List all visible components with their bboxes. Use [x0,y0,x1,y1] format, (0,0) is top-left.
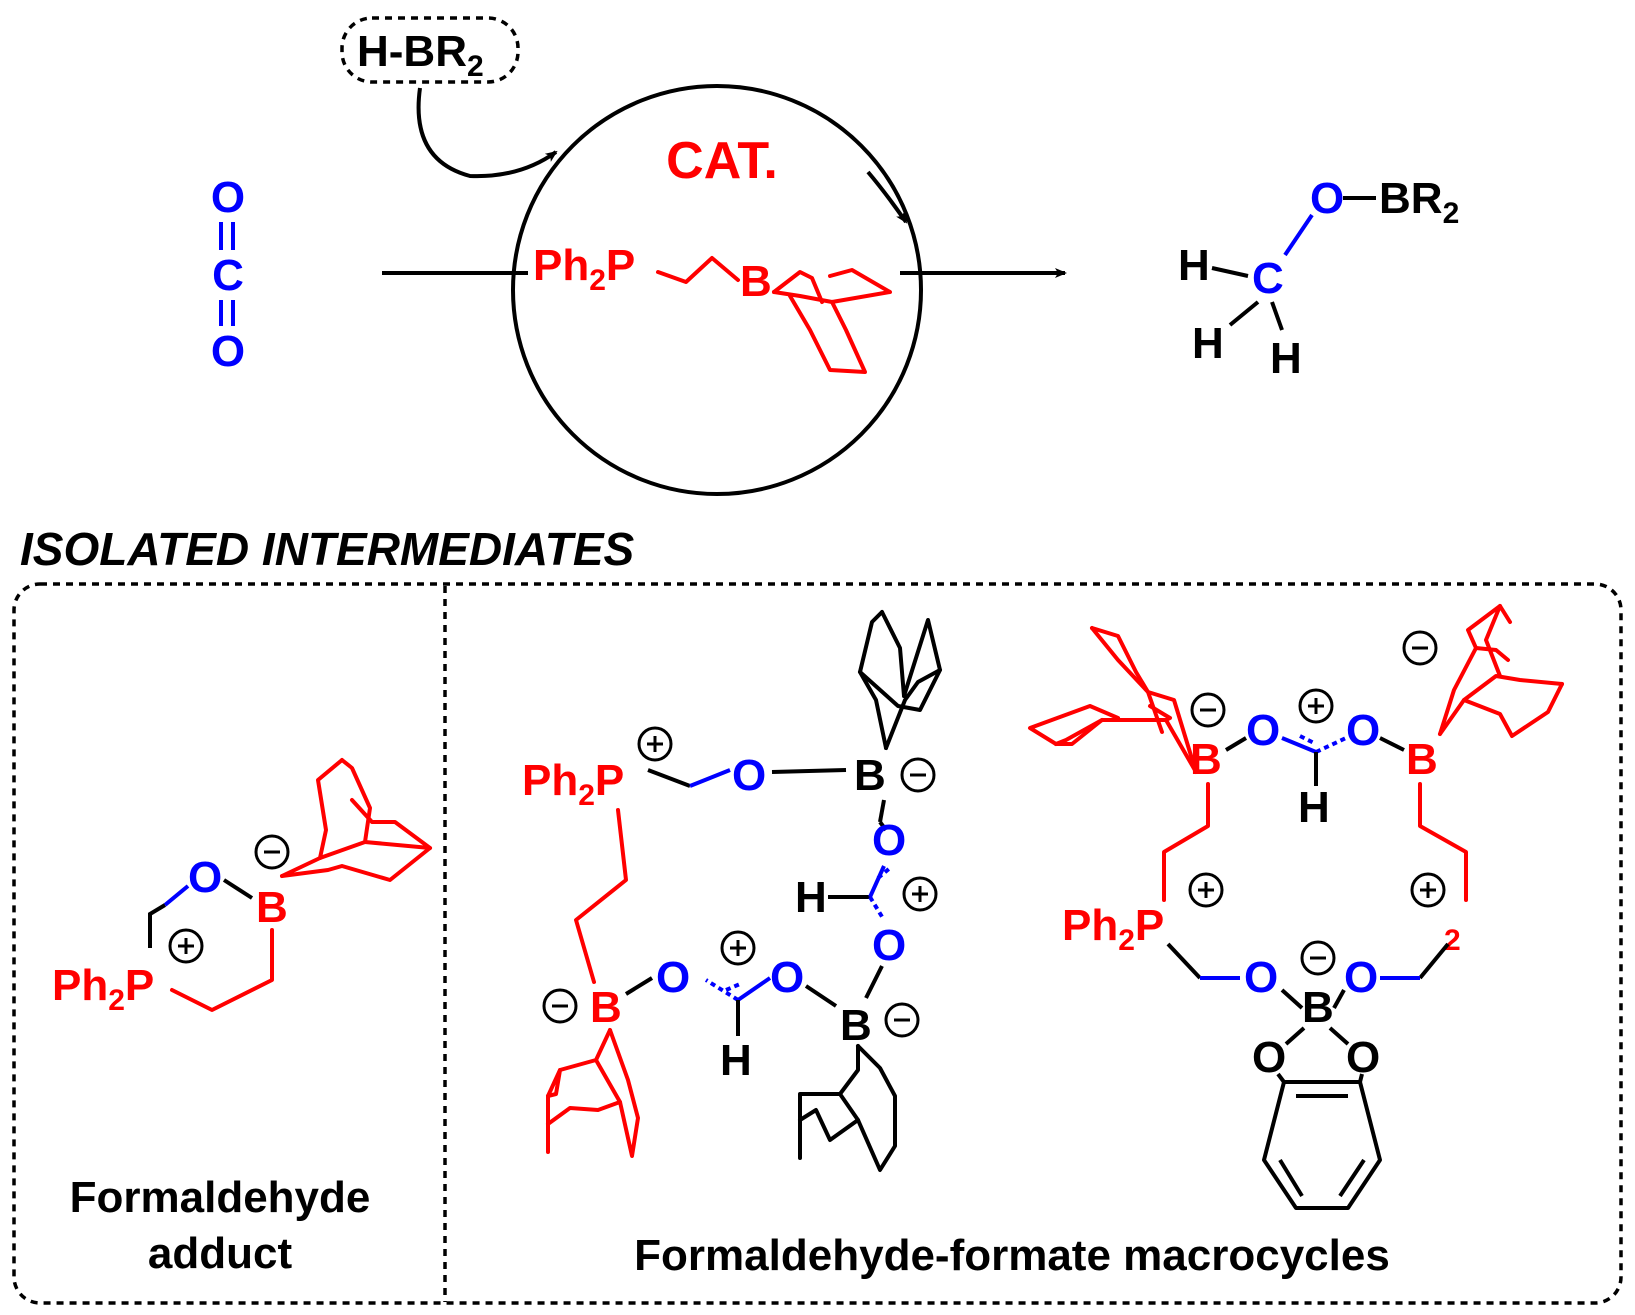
adduct-caption-line2: adduct [148,1229,293,1278]
adduct-boron: B [256,883,288,932]
hbr2-reagent: H-BR2 [340,16,558,179]
hbr2-dashed-box [340,16,520,84]
macro2-ph2p-left: Ph2P [1062,901,1164,957]
hbr2-label: H-BR2 [357,27,484,83]
macro1-boron-lower-right: B [840,1001,872,1050]
co2-o-bottom: O [211,327,245,376]
macrocycle-1: B O Ph2P O H O B O [522,610,1390,1280]
adduct-caption-line1: Formaldehyde [70,1173,371,1222]
catalyst-structure: Ph2P B [533,241,892,374]
macro2-h-top: H [1298,783,1330,832]
catalytic-cycle [511,84,923,496]
macro2-catechol-oxygen-right: O [1346,1033,1380,1082]
macro2-boron-borate: B [1302,983,1334,1032]
macro1-oxygen-right-upper: O [872,816,906,865]
section-title: ISOLATED INTERMEDIATES [20,523,635,575]
macro1-oxygen-bottom-left: O [656,953,690,1002]
macro1-h-right: H [795,873,827,922]
macro1-oxygen-bottom-right: O [770,953,804,1002]
catalyst-ph2p: Ph2P [533,241,635,297]
product-c: C [1252,254,1284,303]
macro1-h-bottom: H [720,1036,752,1085]
formaldehyde-adduct: B O Ph2P Formaldehyde adduct [52,758,432,1278]
macro2-pph2-right: 2 [1444,924,1461,957]
macro2-oxygen-top-left: O [1246,706,1280,755]
product-structure: O BR2 C H H H [1178,174,1459,383]
catalyst-boron: B [740,257,772,306]
macro2-oxygen-top-right: O [1346,706,1380,755]
intermediates-dashed-frame [12,582,1623,1305]
macro2-oxygen-bottom-left: O [1244,953,1278,1002]
cycle-arrow-head [866,170,908,224]
product-h-left: H [1178,241,1210,290]
macro1-ph2p: Ph2P [522,756,624,812]
macro1-boron-lower-left: B [590,983,622,1032]
co2-o-top: O [211,173,245,222]
macro2-boron-left: B [1190,735,1222,784]
macro1-boron-top: B [854,751,886,800]
adduct-oxygen: O [188,853,222,902]
product-h-bottom-left: H [1192,319,1224,368]
macro2-oxygen-bottom-right: O [1344,953,1378,1002]
co2-reactant: O C O [211,173,245,376]
macrocycles-caption: Formaldehyde-formate macrocycles [634,1231,1390,1280]
macrocycle-2: B O H O B Ph2P 2 [1028,604,1564,1210]
product-o: O [1310,174,1344,223]
catalyst-label: CAT. [666,132,778,190]
product-br2: BR2 [1379,174,1459,230]
macro1-oxygen-right-lower: O [872,921,906,970]
macro2-boron-right: B [1406,735,1438,784]
product-h-bottom-right: H [1270,334,1302,383]
co2-c: C [212,251,244,300]
hbr2-entry-arrow [416,87,558,179]
macro2-catechol-oxygen-left: O [1252,1033,1286,1082]
adduct-ph2p: Ph2P [52,961,154,1017]
macro1-oxygen-top: O [732,751,766,800]
